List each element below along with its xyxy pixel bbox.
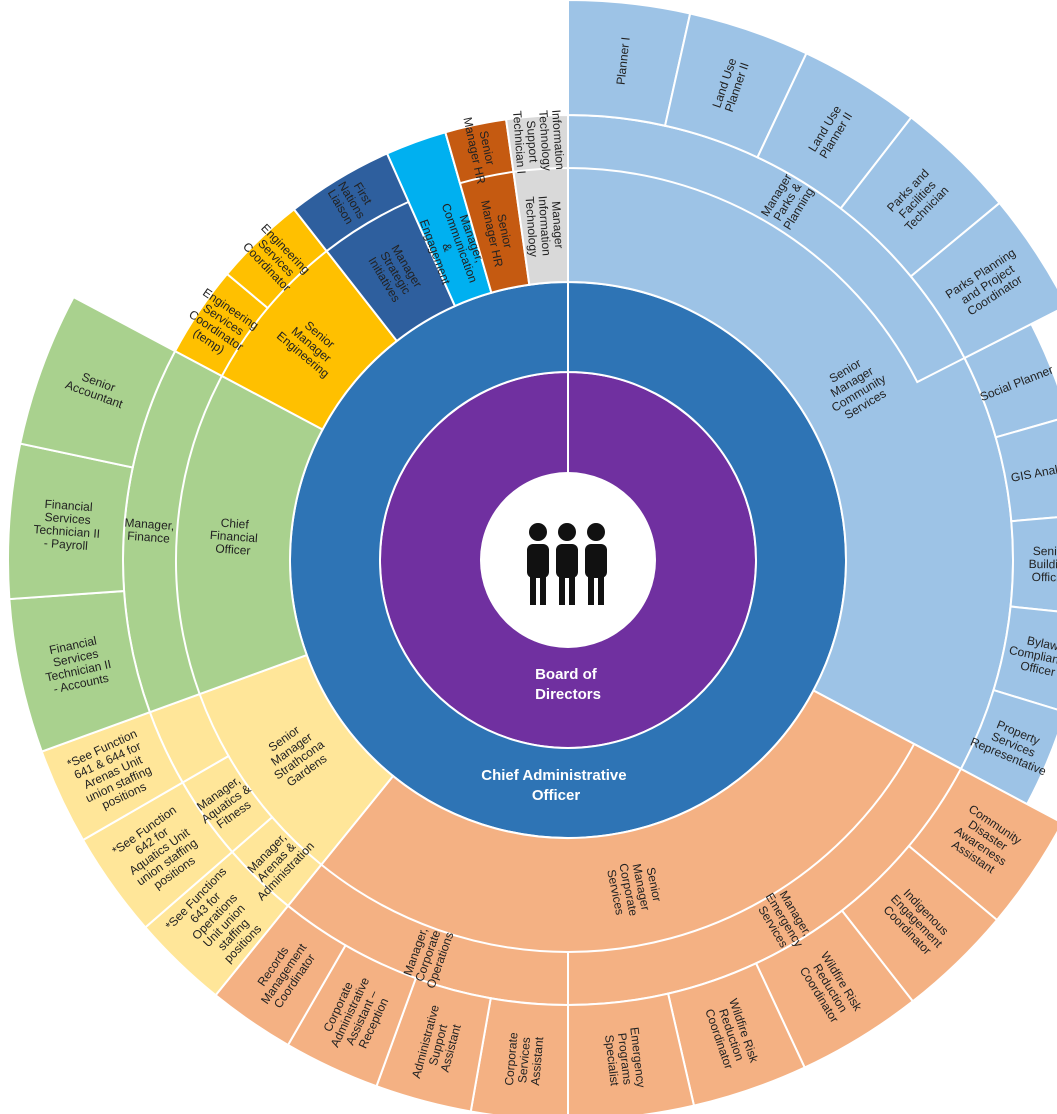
- tier3-label-line: Technician I: [510, 110, 528, 174]
- center-layer: Board of Directors Chief Administrative …: [480, 472, 656, 804]
- tier4-label-line: Technician II: [33, 522, 101, 541]
- tier4-label: CorporateServicesAssistant: [502, 1031, 547, 1088]
- tier3-segment: [292, 152, 410, 253]
- people-group-icon: [527, 523, 607, 605]
- tier3-direct-label-line: Senior: [1033, 544, 1057, 558]
- tier4-segment: [19, 295, 177, 469]
- tier3-label-line: Information: [549, 109, 567, 170]
- tier3-direct-label-line: Officer: [1019, 658, 1056, 679]
- tier4-label: *See Function641 & 644 forArenas Unituni…: [65, 726, 161, 818]
- tier4-label-line: Corporate: [502, 1031, 521, 1086]
- tier3-label-line: Support: [524, 120, 541, 164]
- tier3-direct-label: BylawComplianceOfficer: [1005, 630, 1057, 682]
- segments-layer: [7, 0, 1057, 1114]
- tier4-label: EmergencyProgramsSpecialist: [601, 1026, 648, 1091]
- tier4-label: FinancialServicesTechnician II- Payroll: [32, 496, 102, 554]
- tier4-label-line: Specialist: [602, 1034, 622, 1087]
- tier4-label-line: Services: [44, 510, 91, 527]
- tier3-direct-label: PropertyServicesRepresentative: [968, 711, 1057, 779]
- tier4-label-line: Emergency: [627, 1026, 648, 1088]
- board-label-line1: Board of: [535, 666, 598, 683]
- tier2-label-line: Technology: [523, 196, 541, 258]
- tier2-label: SeniorManagerCommunityServices: [816, 349, 895, 426]
- board-label-line2: Directors: [535, 686, 601, 703]
- tier3-label-line: Finance: [127, 529, 171, 546]
- tier4-segment: [909, 201, 1057, 360]
- tier4-label-line: Planner I: [614, 36, 633, 85]
- board-label: Board of Directors: [535, 666, 601, 703]
- tier4-label-line: Programs: [615, 1032, 635, 1085]
- cao-label: Chief Administrative Officer: [481, 767, 630, 804]
- tier3-label-line: Manager,: [124, 515, 175, 532]
- tier4-label: Planner I: [614, 36, 633, 85]
- tier3-label: InformationTechnologySupportTechnician I: [510, 108, 567, 175]
- tier2-label: ChiefFinancialOfficer: [208, 515, 259, 558]
- tier2-label: ManagerInformationTechnology: [523, 194, 567, 257]
- tier2-label-line: Senior: [644, 866, 665, 903]
- tier4-label: Land UsePlanner II: [710, 56, 752, 114]
- tier2-label-line: Manager: [549, 201, 566, 249]
- tier3-label: Manager,Finance: [123, 515, 175, 545]
- tier2-label-line: Officer: [215, 541, 251, 557]
- tier2-label-line: Financial: [209, 528, 258, 545]
- tier2-label-line: Information: [536, 195, 554, 256]
- cao-label-line1: Chief Administrative: [481, 767, 626, 784]
- tier3-direct-label-line: Building: [1029, 557, 1057, 571]
- tier2-label-line: Chief: [220, 516, 250, 532]
- tier4-label-line: Financial: [44, 497, 93, 514]
- cao-label-line2: Officer: [532, 787, 581, 804]
- tier4-label-line: - Payroll: [43, 536, 88, 553]
- tier3-segment: [504, 113, 569, 173]
- tier4-label-line: Assistant: [528, 1036, 546, 1086]
- tier3-direct-label-line: Bylaw: [1026, 633, 1057, 653]
- tier3-direct-label-line: Official: [1032, 570, 1057, 584]
- tier3-label-line: Technology: [536, 110, 554, 172]
- tier4-label-line: Services: [515, 1037, 533, 1084]
